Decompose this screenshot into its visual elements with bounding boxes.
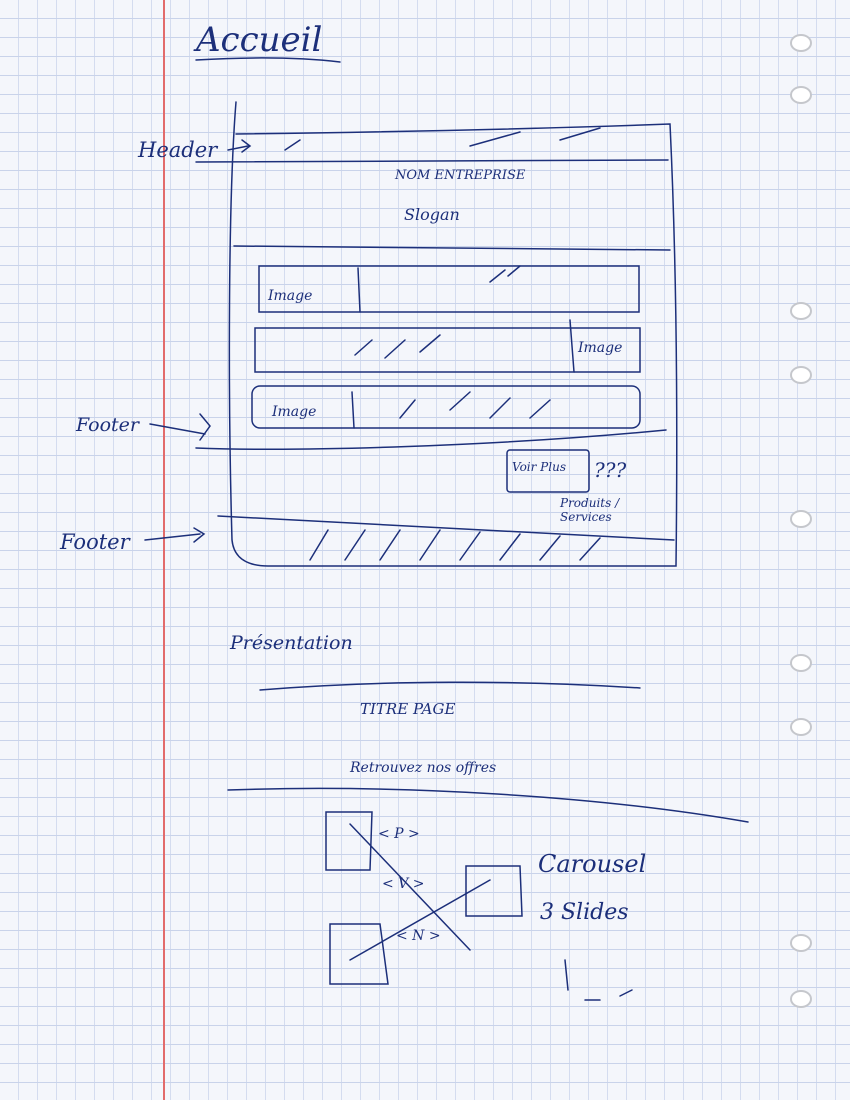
page-title-presentation: Présentation: [230, 632, 353, 654]
page-title-placeholder: TITRE PAGE: [360, 700, 456, 718]
row2-image-label: Image: [578, 340, 623, 356]
binder-hole: [790, 302, 812, 320]
row3-image-label: Image: [272, 404, 317, 420]
carousel-slides-label: 3 Slides: [540, 900, 629, 925]
binder-hole: [790, 990, 812, 1008]
see-more-button[interactable]: Voir Plus: [512, 460, 566, 474]
carousel-label: Carousel: [538, 850, 647, 878]
notebook-margin-line: [163, 0, 165, 1100]
label-header: Header: [138, 138, 218, 162]
binder-hole: [790, 718, 812, 736]
label-footer-1: Footer: [76, 414, 139, 436]
question-marks: ???: [594, 458, 627, 482]
carousel-view-symbol[interactable]: < V >: [382, 876, 425, 892]
carousel-next-symbol[interactable]: < N >: [396, 928, 441, 944]
binder-hole: [790, 86, 812, 104]
label-footer-2: Footer: [60, 530, 130, 554]
company-name: NOM ENTREPRISE: [395, 168, 526, 183]
products-note: Produits / Services: [560, 496, 620, 524]
page-title-home: Accueil: [196, 20, 323, 60]
about-text: Retrouvez nos offres: [350, 760, 497, 776]
binder-hole: [790, 654, 812, 672]
binder-hole: [790, 366, 812, 384]
binder-hole: [790, 934, 812, 952]
binder-hole: [790, 510, 812, 528]
row1-image-label: Image: [268, 288, 313, 304]
slogan: Slogan: [404, 205, 460, 224]
binder-hole: [790, 34, 812, 52]
carousel-prev-symbol[interactable]: < P >: [378, 826, 420, 842]
